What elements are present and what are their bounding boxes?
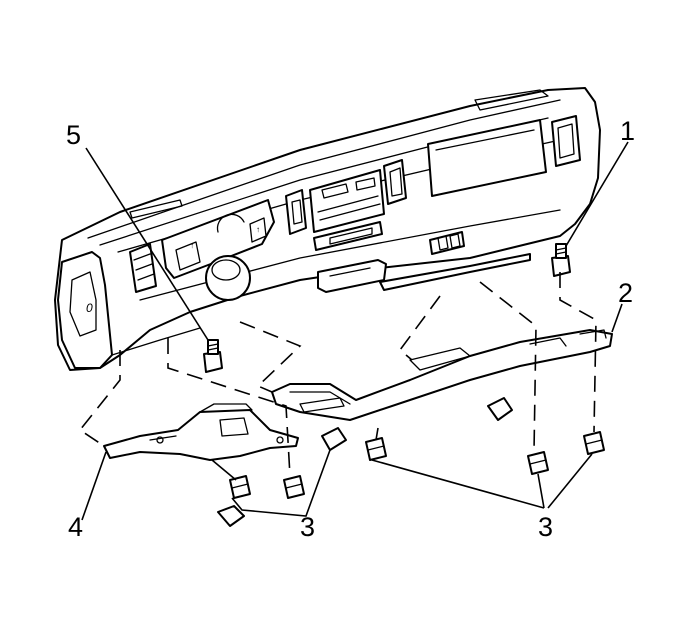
callout-5: 5 xyxy=(66,120,81,150)
nut-right-1 xyxy=(365,437,387,461)
nut-right-2 xyxy=(527,451,549,475)
right-support-bracket xyxy=(271,329,613,421)
leader-lines xyxy=(81,141,629,521)
nut-left-1 xyxy=(229,475,251,499)
svg-text:↑: ↑ xyxy=(256,225,260,234)
nut-left-2 xyxy=(283,475,305,499)
callout-3-right: 3 xyxy=(538,512,553,542)
callout-2: 2 xyxy=(618,278,633,308)
stud-bolt-1 xyxy=(551,243,571,277)
left-support-bracket xyxy=(103,403,299,461)
stud-bolt-5 xyxy=(203,339,223,373)
svg-text:0: 0 xyxy=(86,301,93,315)
alignment-lines xyxy=(78,272,597,477)
instrument-panel: 0 ↑ ↑ xyxy=(54,87,601,371)
callout-4: 4 xyxy=(68,512,83,542)
callout-3-left: 3 xyxy=(300,512,315,542)
clip-left xyxy=(217,505,245,527)
clip-center xyxy=(321,427,347,451)
nut-right-3 xyxy=(583,431,605,455)
callout-1: 1 xyxy=(620,116,635,146)
svg-text:↑: ↑ xyxy=(190,241,194,250)
